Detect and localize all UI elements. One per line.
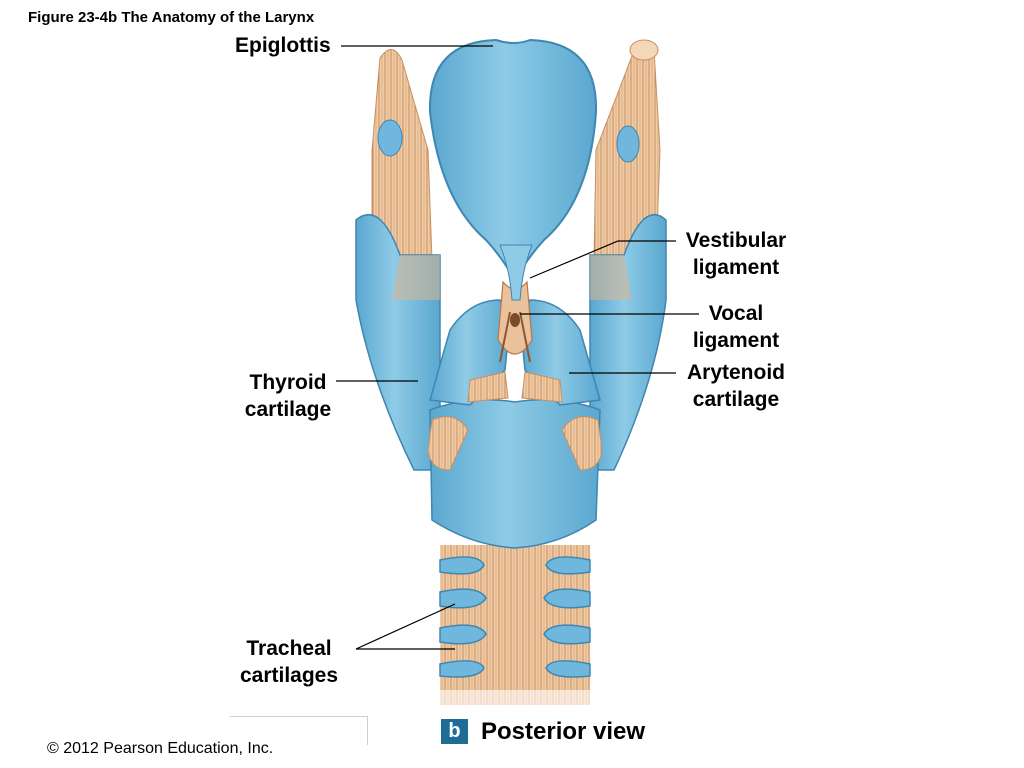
label-arytenoid-line1: Arytenoid (686, 361, 785, 384)
epiglottis-stalk (499, 244, 533, 301)
panel-divider (230, 716, 368, 745)
label-vocal-line2: ligament (692, 329, 780, 352)
label-tracheal-line1: Tracheal (246, 637, 332, 660)
label-vestibular-line1: Vestibular (685, 229, 787, 252)
label-tracheal-line2: cartilages (239, 664, 339, 687)
label-arytenoid-line2: cartilage (692, 388, 780, 411)
label-epiglottis-text: Epiglottis (235, 34, 331, 57)
leader-lines (336, 45, 699, 650)
copyright-notice: © 2012 Pearson Education, Inc. (47, 740, 274, 757)
thyroid-cartilage (355, 214, 667, 471)
label-thyroid-line1: Thyroid (249, 371, 327, 394)
label-vestibular-line2: ligament (692, 256, 780, 279)
label-vocal-ligament: Vocal ligament (686, 300, 786, 354)
panel-letter-badge: b (441, 719, 468, 744)
label-epiglottis: Epiglottis (235, 32, 331, 59)
panel-caption: Posterior view (481, 718, 646, 745)
figure-title: Figure 23-4b The Anatomy of the Larynx (28, 9, 315, 26)
muscle-fibers (427, 371, 603, 471)
thyrohyoid-membrane (371, 39, 661, 261)
tracheal-rings (439, 556, 591, 678)
label-thyroid-line2: cartilage (244, 398, 332, 421)
label-arytenoid-cartilage: Arytenoid cartilage (680, 359, 792, 413)
label-vocal-line1: Vocal (708, 302, 764, 325)
label-thyroid-cartilage: Thyroid cartilage (236, 369, 340, 423)
vocal-folds (497, 280, 533, 363)
label-tracheal-cartilages: Tracheal cartilages (232, 635, 346, 689)
label-vestibular-ligament: Vestibular ligament (680, 227, 792, 281)
